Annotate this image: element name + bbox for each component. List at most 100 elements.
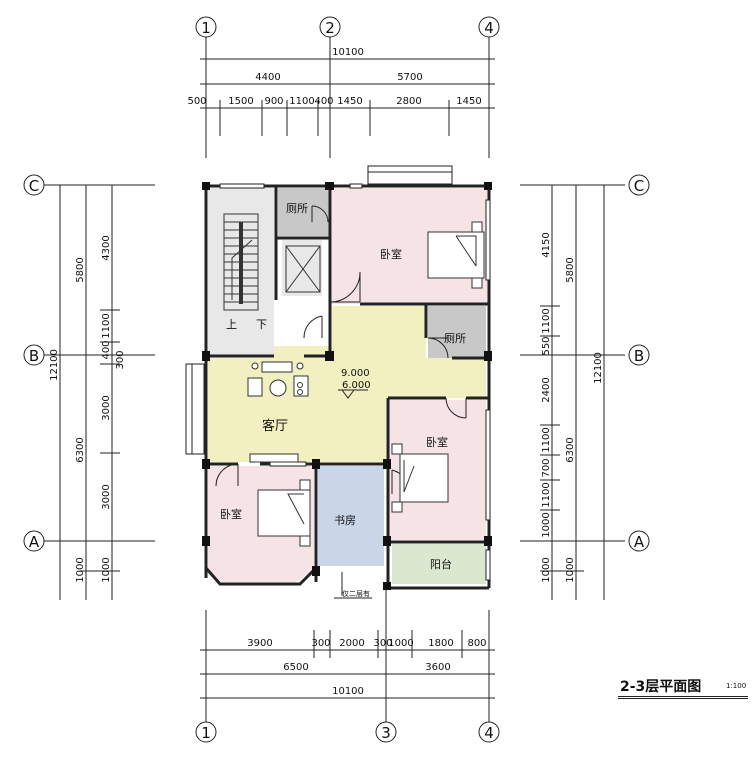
- dim-right-inner-3: 550: [541, 336, 552, 355]
- dim-left-inner-2: 1100: [101, 313, 112, 338]
- dim-left-inner-5: 3000: [101, 395, 112, 420]
- dim-top-detail-5: 400: [314, 96, 333, 107]
- bottom-dimensions: [200, 590, 495, 722]
- top-axis-bubbles: 1 2 4: [195, 16, 500, 38]
- dim-left-inner-3: 400: [101, 340, 112, 359]
- bathroom-east-fill: [428, 306, 486, 358]
- dim-bottom-detail-2: 300: [311, 638, 330, 649]
- dim-bottom-detail-4: 300: [373, 638, 392, 649]
- dim-right-inner-5: 1100: [541, 427, 552, 452]
- dim-left-inner-1: 4300: [101, 235, 112, 260]
- dim-bottom-detail-3: 2000: [339, 638, 364, 649]
- bed-ne: [427, 221, 485, 289]
- bathroom-north-fill: [278, 188, 330, 236]
- left-dimension-text: 12100 5800 6300 1000 4300 1100 400 300 3…: [49, 235, 126, 582]
- axis-label-1-bottom: 1: [201, 724, 211, 742]
- room-label-bathroom-north: 厕所: [286, 202, 308, 215]
- wall-columns: [202, 182, 492, 590]
- room-label-bathroom-east: 厕所: [444, 332, 466, 345]
- dim-top-detail-7: 2800: [396, 96, 421, 107]
- dim-bottom-detail-6: 1800: [428, 638, 453, 649]
- axis-bubble-A-left: [23, 530, 45, 552]
- axis-label-2-top: 2: [325, 19, 335, 37]
- stair-up-label: 上: [226, 318, 237, 331]
- axis-bubble-1-top: [195, 16, 217, 38]
- dim-left-mid-1: 5800: [75, 257, 86, 282]
- dim-top-detail-3: 900: [264, 96, 283, 107]
- dim-bottom-detail-1: 3900: [247, 638, 272, 649]
- dim-left-inner-7: 1000: [101, 557, 112, 582]
- dim-bottom-detail-5: 1000: [388, 638, 413, 649]
- elevator-shaft: [285, 245, 321, 293]
- dim-right-inner-4: 2400: [541, 377, 552, 402]
- dim-top-detail-2: 1500: [228, 96, 253, 107]
- dim-top-detail-4: 1100: [289, 96, 314, 107]
- dim-left-inner-4: 300: [115, 350, 126, 369]
- dim-right-inner-2: 1100: [541, 308, 552, 333]
- axis-label-4-bottom: 4: [484, 724, 494, 742]
- walls: [204, 184, 491, 590]
- left-axis-bubbles: C B A: [23, 174, 45, 552]
- dim-top-mid-2: 5700: [397, 72, 422, 83]
- floor-note: 仅二层有: [342, 589, 370, 598]
- left-dimensions: [44, 184, 155, 600]
- axis-label-A-left: A: [29, 533, 40, 551]
- axis-bubble-4-top: [478, 16, 500, 38]
- top-dimensions: [200, 36, 495, 158]
- right-axis-bubbles: C B A: [628, 174, 650, 552]
- axis-bubble-A-right: [628, 530, 650, 552]
- dim-right-mid-2: 6300: [565, 437, 576, 462]
- axis-bubble-3-bottom: [375, 721, 397, 743]
- bed-east: [391, 443, 449, 513]
- room-label-balcony: 阳台: [430, 557, 452, 571]
- floor-note-leader: [334, 572, 372, 599]
- axis-label-B-left: B: [29, 347, 39, 365]
- axis-label-A-right: A: [634, 533, 645, 551]
- axis-bubble-C-right: [628, 174, 650, 196]
- dim-bottom-detail-7: 800: [467, 638, 486, 649]
- dim-top-total: 10100: [332, 47, 364, 58]
- axis-label-C-right: C: [634, 177, 644, 195]
- tv-cabinet: [249, 453, 299, 463]
- balcony-fill: [392, 544, 486, 584]
- axis-label-B-right: B: [634, 347, 644, 365]
- axis-bubble-C-left: [23, 174, 45, 196]
- drawing-scale: 1:100: [726, 682, 747, 690]
- dim-bottom-total: 10100: [332, 686, 364, 697]
- level-lower: 6.000: [342, 380, 371, 391]
- bed-sw: [257, 479, 311, 547]
- top-dimension-text: 10100 4400 5700 500 1500 900 1100 400 14…: [187, 47, 481, 107]
- dim-bottom-mid-1: 6500: [283, 662, 308, 673]
- dim-bottom-mid-2: 3600: [425, 662, 450, 673]
- stair: [223, 213, 259, 311]
- dim-right-inner-6: 700: [541, 458, 552, 477]
- dim-right-mid-3: 1000: [565, 557, 576, 582]
- dim-right-inner-8: 1000: [541, 512, 552, 537]
- dim-left-mid-3: 1000: [75, 557, 86, 582]
- axis-bubble-B-left: [23, 344, 45, 366]
- level-marker: [338, 389, 368, 399]
- axis-bubble-B-right: [628, 344, 650, 366]
- right-dimension-text: 4150 1100 550 2400 1100 700 1100 1000 10…: [541, 232, 604, 582]
- axis-label-C-left: C: [29, 177, 39, 195]
- north-bay-window: [367, 165, 453, 185]
- axis-label-1-top: 1: [201, 19, 211, 37]
- room-label-bedroom-east: 卧室: [426, 435, 448, 449]
- bottom-axis-bubbles: 1 3 4: [195, 721, 500, 743]
- sofa-set: [247, 361, 309, 397]
- room-label-living: 客厅: [262, 418, 288, 434]
- level-upper: 9.000: [341, 368, 370, 379]
- drawing-title: 2-3层平面图: [620, 679, 702, 695]
- dim-left-mid-2: 6300: [75, 437, 86, 462]
- dim-right-outer: 12100: [593, 352, 604, 384]
- dim-right-inner-7: 1100: [541, 482, 552, 507]
- dim-right-mid-1: 5800: [565, 257, 576, 282]
- room-label-bedroom-sw: 卧室: [220, 507, 242, 521]
- dim-right-inner-9: 1000: [541, 557, 552, 582]
- room-label-study: 书房: [334, 514, 356, 527]
- windows: [185, 165, 491, 581]
- dim-top-mid-1: 4400: [255, 72, 280, 83]
- living-fill: [208, 306, 486, 462]
- dim-left-inner-6: 3000: [101, 484, 112, 509]
